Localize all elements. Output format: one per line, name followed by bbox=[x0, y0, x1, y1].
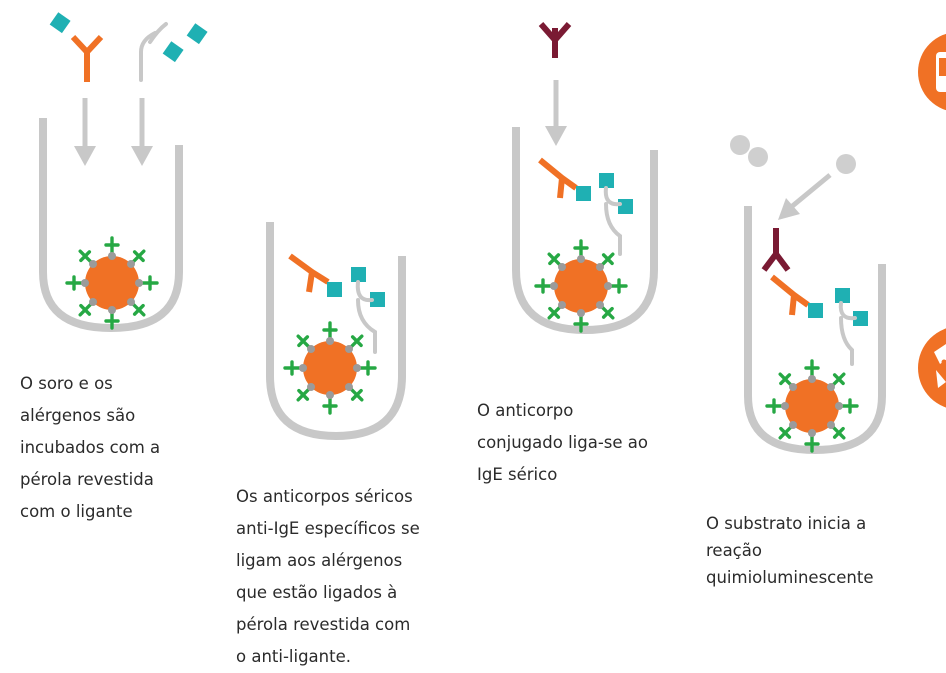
step-1 bbox=[43, 12, 208, 328]
step-4 bbox=[730, 135, 882, 451]
arrow-down-3 bbox=[545, 80, 567, 146]
partial-orange-icon-bottom bbox=[918, 326, 946, 410]
partial-orange-icon-top bbox=[918, 32, 946, 112]
arrow-down-1 bbox=[74, 98, 96, 166]
step-4-caption: O substrato inicia a reação quimiolumine… bbox=[706, 510, 946, 591]
conjugate-antibody-4 bbox=[764, 228, 788, 270]
step-1-caption: O soro e os alérgenos são incubados com … bbox=[20, 368, 220, 528]
step-2-caption: Os anticorpos séricos anti-IgE específic… bbox=[236, 481, 476, 673]
ige-allergen-complex-3 bbox=[540, 160, 633, 254]
step-3-caption: O anticorpo conjugado liga-se ao IgE sér… bbox=[477, 395, 717, 491]
arrow-diagonal-4 bbox=[778, 175, 830, 220]
bead-with-ligand-3 bbox=[536, 241, 626, 331]
bead-with-ligand-2 bbox=[285, 323, 375, 413]
arrow-down-2 bbox=[131, 98, 153, 166]
conjugate-antibody-3 bbox=[541, 24, 569, 58]
step-3 bbox=[516, 24, 654, 331]
substrate-molecules bbox=[730, 135, 856, 174]
ige-antibody-with-allergen bbox=[50, 12, 101, 82]
ige-allergen-complex-4 bbox=[772, 277, 868, 364]
ige-allergen-complex-2 bbox=[290, 256, 385, 352]
step-2 bbox=[270, 222, 402, 436]
bead-with-ligand-1 bbox=[67, 238, 157, 328]
bead-with-ligand-4 bbox=[767, 361, 857, 451]
allergen-with-stalk bbox=[141, 23, 208, 80]
